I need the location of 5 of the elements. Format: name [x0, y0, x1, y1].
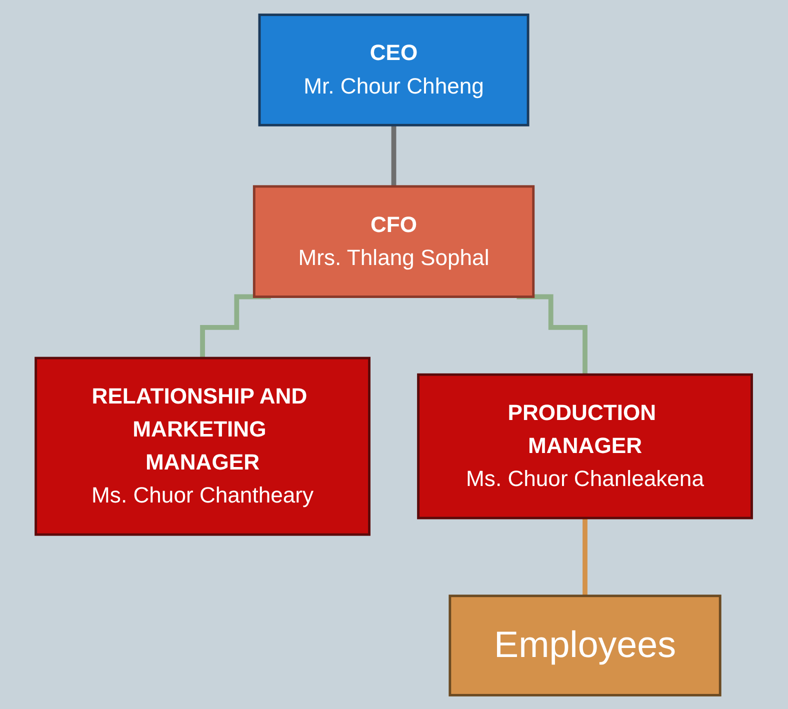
node-box: CEO Mr. Chour Chheng: [258, 13, 530, 126]
node-box: RELATIONSHIP AND MARKETING MANAGER Ms. Chuor Chantheary: [34, 356, 371, 536]
node-box: PRODUCTION MANAGER Ms. Chuor Chanleakena: [417, 372, 754, 519]
node-box: Employees: [448, 594, 722, 696]
node-box: CFO Mrs. Thlang Sophal: [253, 184, 535, 298]
